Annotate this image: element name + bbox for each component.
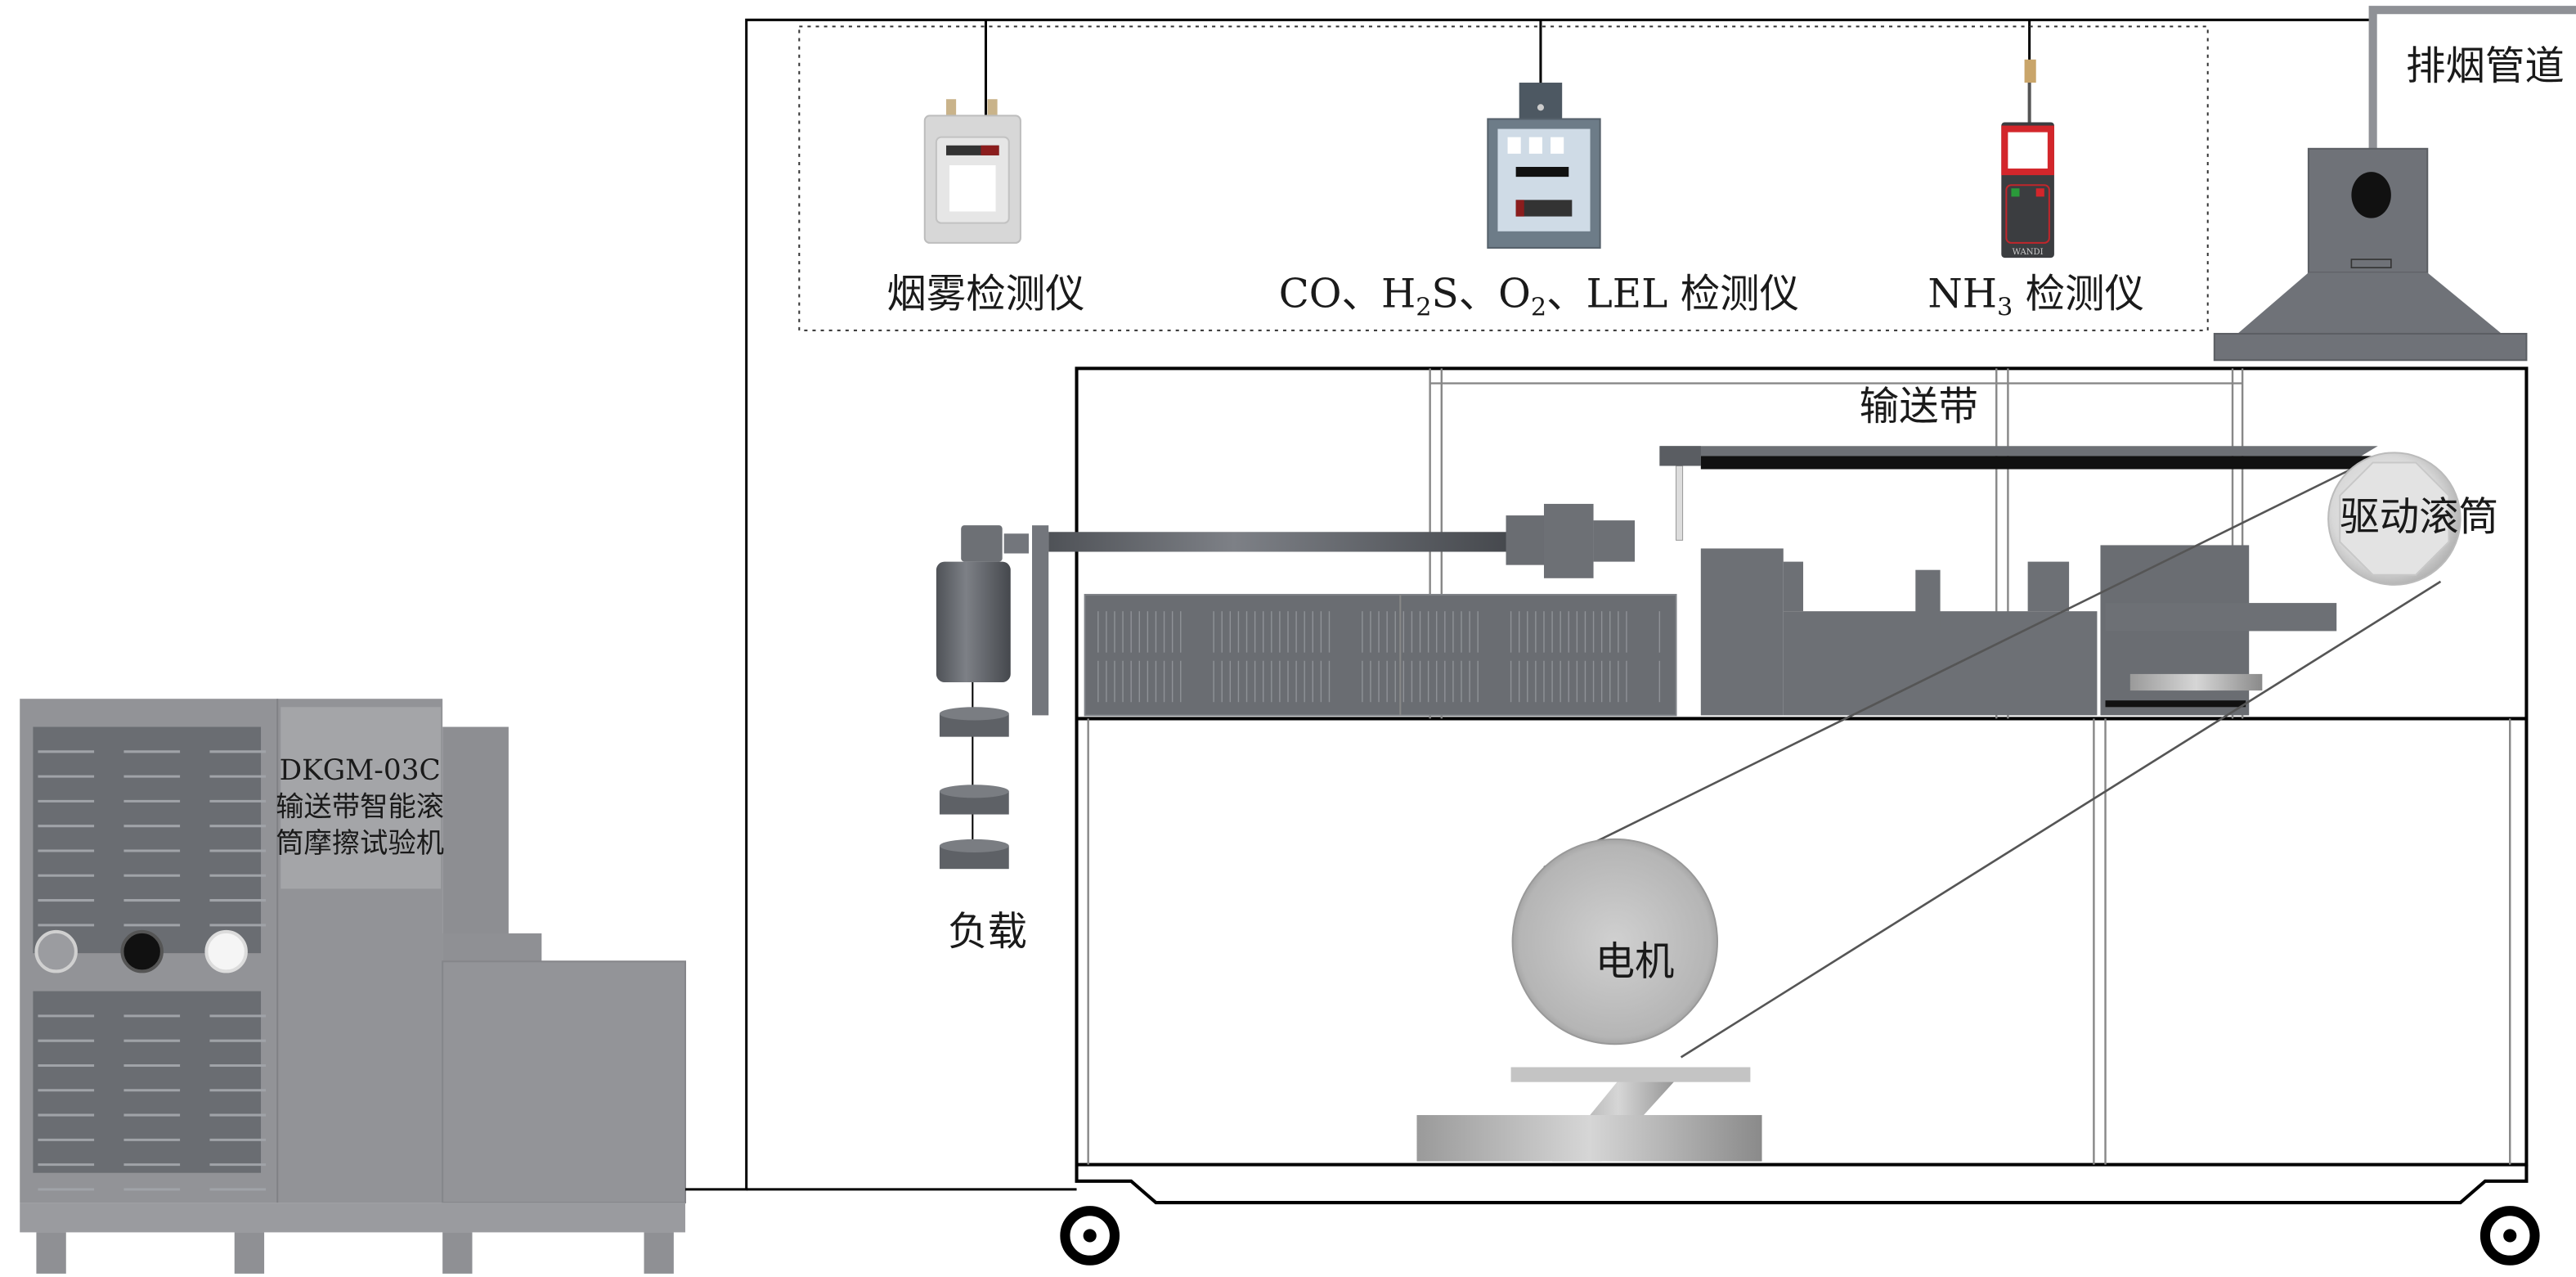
exhaust-hood-icon xyxy=(2213,6,2576,362)
smoke-detector-icon xyxy=(923,99,1021,244)
nh3-brand: WANDI xyxy=(2013,248,2044,257)
signal-cable xyxy=(684,18,2373,1191)
weight-disc-top xyxy=(939,785,1009,798)
test-frame xyxy=(1075,366,2529,1205)
knob-black xyxy=(120,929,164,973)
smoke-detector-label: 烟雾检测仪 xyxy=(886,272,1084,317)
motor-label: 电机 xyxy=(1595,938,1675,984)
drive-belt xyxy=(1543,465,2442,1059)
weight-disc-top xyxy=(939,707,1009,721)
conveyor-belt-label: 输送带 xyxy=(1860,384,1978,429)
knob-gray xyxy=(34,929,78,973)
exhaust-duct-label: 排烟管道 xyxy=(2406,43,2565,89)
nh3-detector-label: NH3 检测仪 xyxy=(1928,272,2144,322)
drive-drum-icon xyxy=(2327,452,2462,586)
caster-wheel xyxy=(2480,1206,2540,1266)
machine-name-line2: 筒摩擦试验机 xyxy=(276,827,444,860)
motor-icon xyxy=(1416,838,1762,1162)
multi-gas-detector-icon xyxy=(1487,83,1601,249)
nh3-detector-icon: WANDI xyxy=(2001,59,2054,259)
drive-drum-label: 驱动滚筒 xyxy=(2340,494,2498,540)
machine-model: DKGM-03C xyxy=(280,754,441,787)
label-panel xyxy=(280,707,442,889)
knob-white xyxy=(204,929,248,973)
multi-gas-detector-label: CO、H2S、O2、LEL 检测仪 xyxy=(1279,272,1799,322)
conveyor-belt xyxy=(1659,446,2378,470)
load-weights-icon xyxy=(936,525,1029,870)
detector-enclosure xyxy=(798,25,2209,331)
tensioning-mechanism xyxy=(1032,465,2337,717)
machine-name-line1: 输送带智能滚 xyxy=(276,791,444,824)
friction-test-machine: DKGM-03C 输送带智能滚 筒摩擦试验机 xyxy=(20,699,686,1274)
load-label: 负载 xyxy=(948,909,1027,955)
caster-wheel xyxy=(1060,1206,1120,1266)
vent-slots xyxy=(38,750,267,1191)
weight-disc-top xyxy=(939,839,1009,852)
